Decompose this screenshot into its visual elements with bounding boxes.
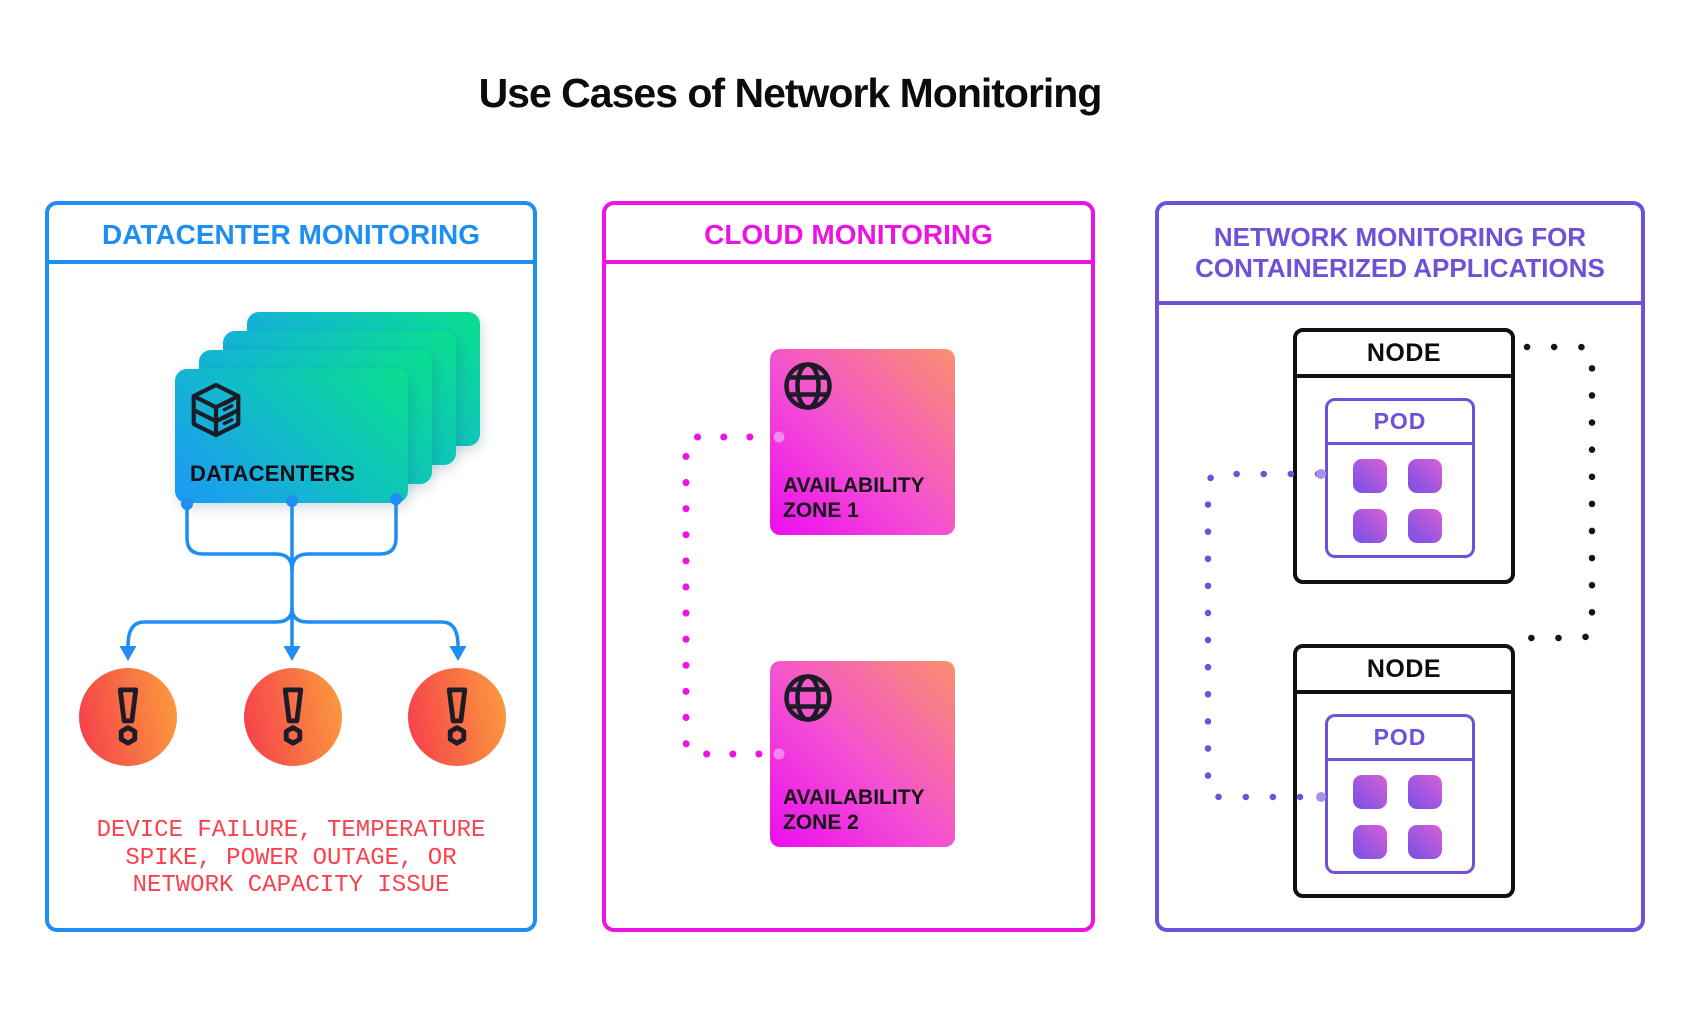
alert-circle-1	[79, 668, 177, 766]
availability-zone-2-box: AVAILABILITY ZONE 2	[770, 661, 955, 847]
server-stack-icon	[191, 382, 241, 438]
container-square	[1353, 509, 1387, 543]
globe-icon	[784, 362, 832, 410]
panel-container-monitoring: NETWORK MONITORING FOR CONTAINERIZED APP…	[1155, 201, 1645, 932]
panel-container-header: NETWORK MONITORING FOR CONTAINERIZED APP…	[1159, 205, 1641, 305]
alert-circle-2	[244, 668, 342, 766]
panel-cloud-header: CLOUD MONITORING	[606, 205, 1091, 264]
warning-exclamation-icon	[446, 687, 468, 746]
zone-2-label: AVAILABILITY ZONE 2	[783, 786, 925, 834]
zone-1-label: AVAILABILITY ZONE 1	[783, 474, 925, 522]
container-grid	[1353, 459, 1442, 543]
node-box-1: NODE POD	[1293, 328, 1515, 584]
container-square	[1408, 825, 1442, 859]
page-title: Use Cases of Network Monitoring	[478, 70, 1103, 116]
container-square	[1408, 509, 1442, 543]
container-square	[1353, 459, 1387, 493]
alert-circle-3	[408, 668, 506, 766]
datacenter-card-front: DATACENTERS	[175, 369, 408, 503]
datacenters-label: DATACENTERS	[190, 461, 356, 486]
container-square	[1353, 825, 1387, 859]
warning-exclamation-icon	[117, 687, 139, 746]
container-square	[1408, 775, 1442, 809]
container-grid	[1353, 775, 1442, 859]
warning-exclamation-icon	[282, 687, 304, 746]
node-1-label: NODE	[1297, 332, 1511, 378]
pod-box-1: POD	[1325, 398, 1475, 558]
failure-caption: DEVICE FAILURE, TEMPERATURE SPIKE, POWER…	[49, 817, 533, 900]
node-box-2: NODE POD	[1293, 644, 1515, 898]
globe-icon	[784, 674, 832, 722]
pod-2-label: POD	[1328, 717, 1472, 761]
availability-zone-1-box: AVAILABILITY ZONE 1	[770, 349, 955, 535]
container-square	[1353, 775, 1387, 809]
caption-line-2: SPIKE, POWER OUTAGE, OR	[125, 844, 457, 872]
node-2-label: NODE	[1297, 648, 1511, 694]
panel-datacenter-monitoring: DATACENTER MONITORING DATACENTERS	[45, 201, 537, 932]
panel-datacenter-header: DATACENTER MONITORING	[49, 205, 533, 264]
pod-1-label: POD	[1328, 401, 1472, 445]
container-square	[1408, 459, 1442, 493]
pod-box-2: POD	[1325, 714, 1475, 874]
panel-cloud-monitoring: CLOUD MONITORING AVAILABILITY ZONE 1	[602, 201, 1095, 932]
caption-line-1: DEVICE FAILURE, TEMPERATURE	[96, 817, 486, 844]
caption-line-3: NETWORK CAPACITY ISSUE	[132, 872, 450, 899]
